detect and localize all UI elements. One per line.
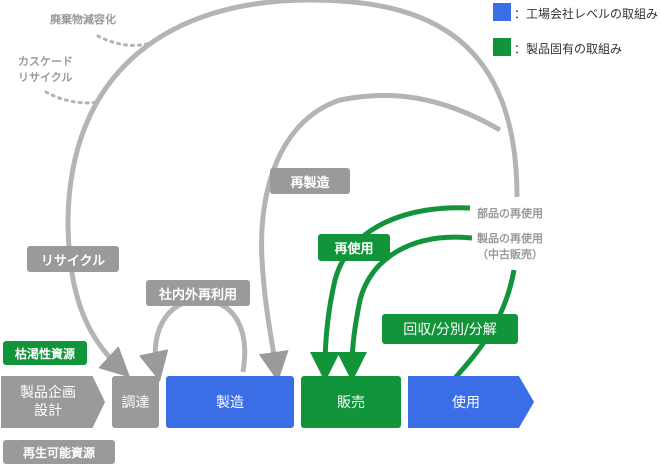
procurement-stage: 調達 <box>112 376 159 428</box>
recycle-tag: リサイクル <box>27 246 119 272</box>
internal-reuse-loop <box>139 297 248 382</box>
procurement-label: 調達 <box>121 395 150 411</box>
collection-tag: 回収/分別/分解 <box>382 314 518 344</box>
reuse-tag: 再使用 <box>318 234 390 261</box>
waste-reduction-label: 廃棄物減容化 <box>50 13 116 26</box>
recycle-arc <box>65 0 520 378</box>
legend-label-company: ：工場会社レベルの取組み <box>514 7 659 21</box>
internal-reuse-tag: 社内外再利用 <box>146 280 250 306</box>
cascade-dotted <box>44 90 100 105</box>
manufacturing-stage: 製造 <box>166 376 294 428</box>
sales-label: 販売 <box>337 395 365 411</box>
legend-swatch-product <box>493 38 511 56</box>
secondhand-sales-label: （中古販売） <box>477 248 543 261</box>
sales-stage: 販売 <box>301 376 401 428</box>
use-label: 使用 <box>452 395 480 411</box>
manufacturing-label: 製造 <box>216 395 244 411</box>
planning-label: 製品企画 <box>20 384 76 401</box>
product-reuse-arc <box>337 234 473 382</box>
waste-dotted <box>96 34 152 47</box>
planning-design-stage: 製品企画 設計 <box>1 376 105 428</box>
renewable-resource-tag: 再生可能資源 <box>3 440 115 464</box>
product-reuse-label: 製品の再使用 <box>477 232 543 245</box>
use-stage: 使用 <box>408 376 534 428</box>
legend-swatch-company <box>493 3 511 21</box>
remanufacture-arc <box>258 92 502 382</box>
parts-reuse-label: 部品の再使用 <box>477 207 543 220</box>
legend-label-product: ：製品固有の取組み <box>514 42 623 56</box>
remanufacture-tag: 再製造 <box>270 168 350 194</box>
cascade-recycle-label-2: リサイクル <box>18 71 73 84</box>
cascade-recycle-label-1: カスケード <box>18 55 73 68</box>
depletable-resource-tag: 枯渇性資源 <box>3 341 87 365</box>
parts-reuse-arc <box>310 205 471 382</box>
design-label: 設計 <box>34 403 62 419</box>
